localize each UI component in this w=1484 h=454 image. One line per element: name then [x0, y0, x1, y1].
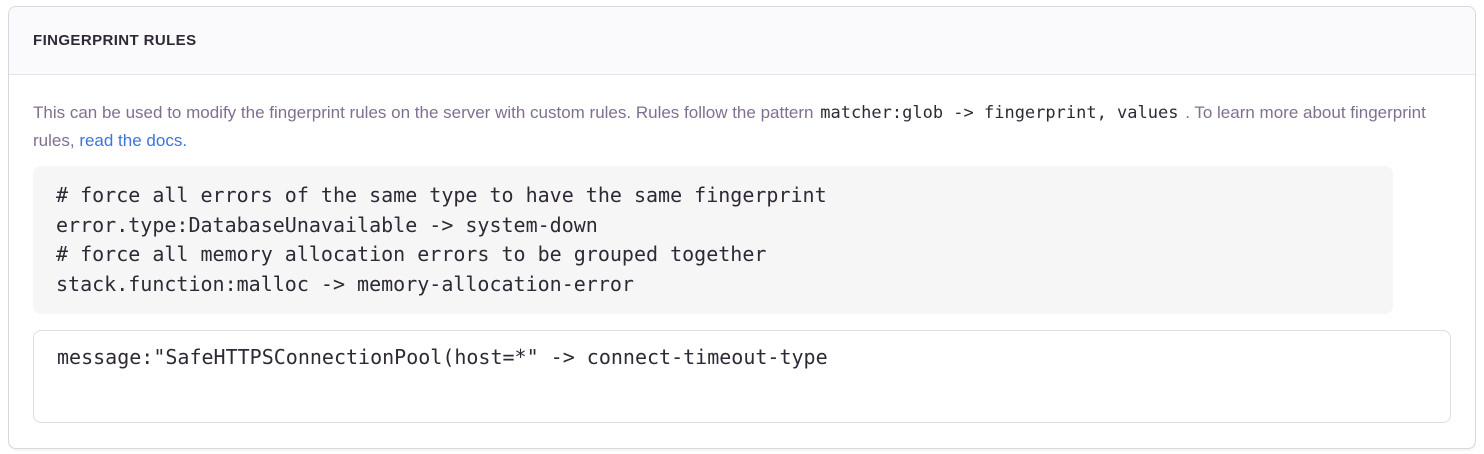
panel-title: FINGERPRINT RULES [33, 32, 197, 49]
panel-body: This can be used to modify the fingerpri… [9, 75, 1475, 448]
description-text-1: This can be used to modify the fingerpri… [33, 103, 814, 122]
fingerprint-rules-panel: FINGERPRINT RULES This can be used to mo… [8, 6, 1476, 449]
example-code-block: # force all errors of the same type to h… [33, 166, 1393, 314]
fingerprint-rules-input[interactable]: message:"SafeHTTPSConnectionPool(host=*"… [33, 330, 1451, 423]
pattern-inline-code: matcher:glob -> fingerprint, values [820, 103, 1179, 123]
read-the-docs-link[interactable]: read the docs. [79, 131, 188, 150]
field-description: This can be used to modify the fingerpri… [33, 99, 1451, 154]
panel-header: FINGERPRINT RULES [9, 7, 1475, 75]
description-text-2: . To learn more about fingerprint rules, [33, 103, 1426, 150]
